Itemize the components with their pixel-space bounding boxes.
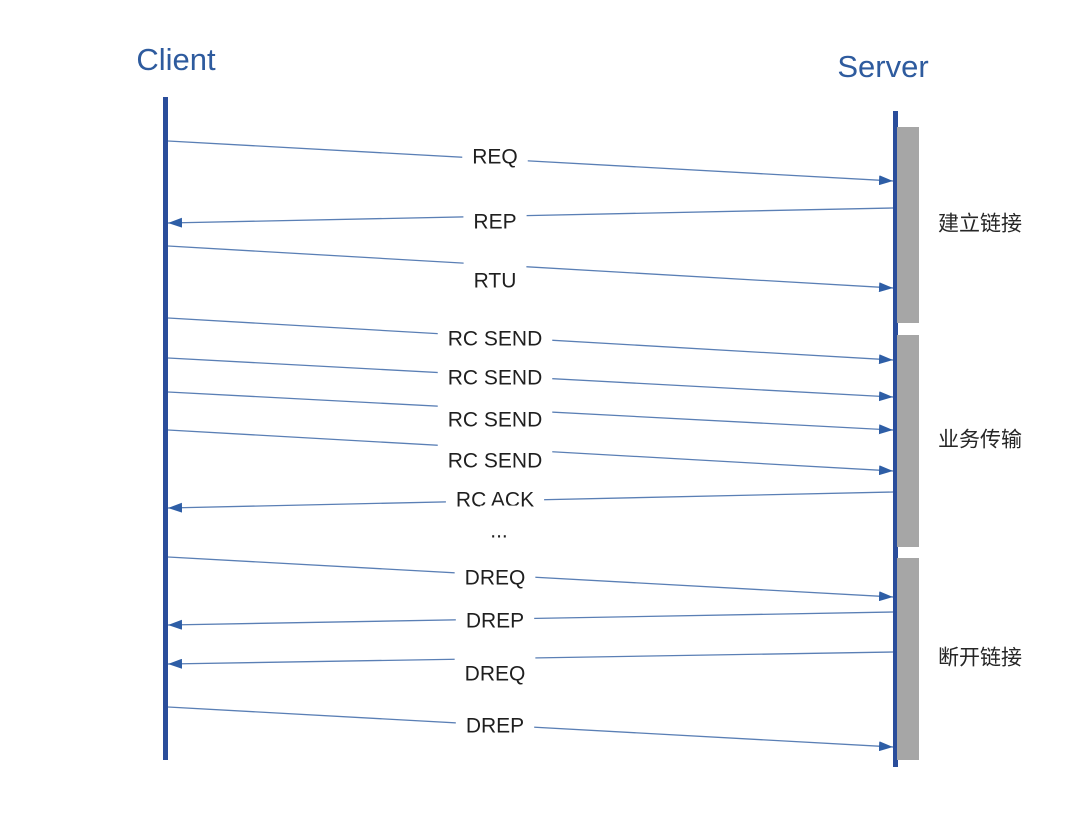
message-label-bg bbox=[437, 313, 553, 355]
message-label-bg bbox=[455, 595, 535, 637]
message-label-bg bbox=[463, 255, 527, 297]
message-label-bg bbox=[437, 435, 553, 477]
message-label-bg bbox=[463, 196, 527, 238]
message-label: RC SEND bbox=[448, 367, 543, 390]
message-label: RC SEND bbox=[448, 409, 543, 432]
message-label-bg bbox=[437, 394, 553, 436]
message-ellipsis: ... bbox=[490, 520, 508, 543]
server-actor-label: Server bbox=[837, 49, 928, 84]
message-label: RTU bbox=[474, 270, 517, 293]
message-arrow bbox=[167, 245, 894, 293]
message-label: REQ bbox=[472, 146, 518, 169]
message-label-bg bbox=[454, 648, 536, 690]
phase-bar bbox=[897, 558, 919, 760]
message-label: DREP bbox=[466, 610, 524, 633]
message-label-bg bbox=[454, 552, 536, 594]
message-label: DREQ bbox=[465, 567, 526, 590]
message-arrow bbox=[167, 140, 894, 186]
phase-bar bbox=[897, 335, 919, 547]
phase-label: 断开链接 bbox=[938, 647, 1022, 670]
message-label-bg bbox=[455, 700, 535, 742]
phase-label: 建立链接 bbox=[938, 213, 1022, 236]
message-label-bg bbox=[480, 505, 518, 547]
message-label-bg bbox=[437, 352, 553, 394]
lifelines-group bbox=[163, 97, 898, 767]
message-label: RC SEND bbox=[448, 450, 543, 473]
server-lifeline bbox=[893, 111, 898, 767]
client-actor-label: Client bbox=[136, 42, 216, 77]
message-label: DREP bbox=[466, 715, 524, 738]
phase-bar bbox=[897, 127, 919, 323]
message-label-bg bbox=[462, 131, 528, 173]
message-label: REP bbox=[473, 211, 516, 234]
message-label: RC SEND bbox=[448, 328, 543, 351]
message-arrow bbox=[167, 207, 894, 228]
client-lifeline bbox=[163, 97, 168, 760]
message-label: DREQ bbox=[465, 663, 526, 686]
phase-label: 业务传输 bbox=[938, 429, 1022, 452]
